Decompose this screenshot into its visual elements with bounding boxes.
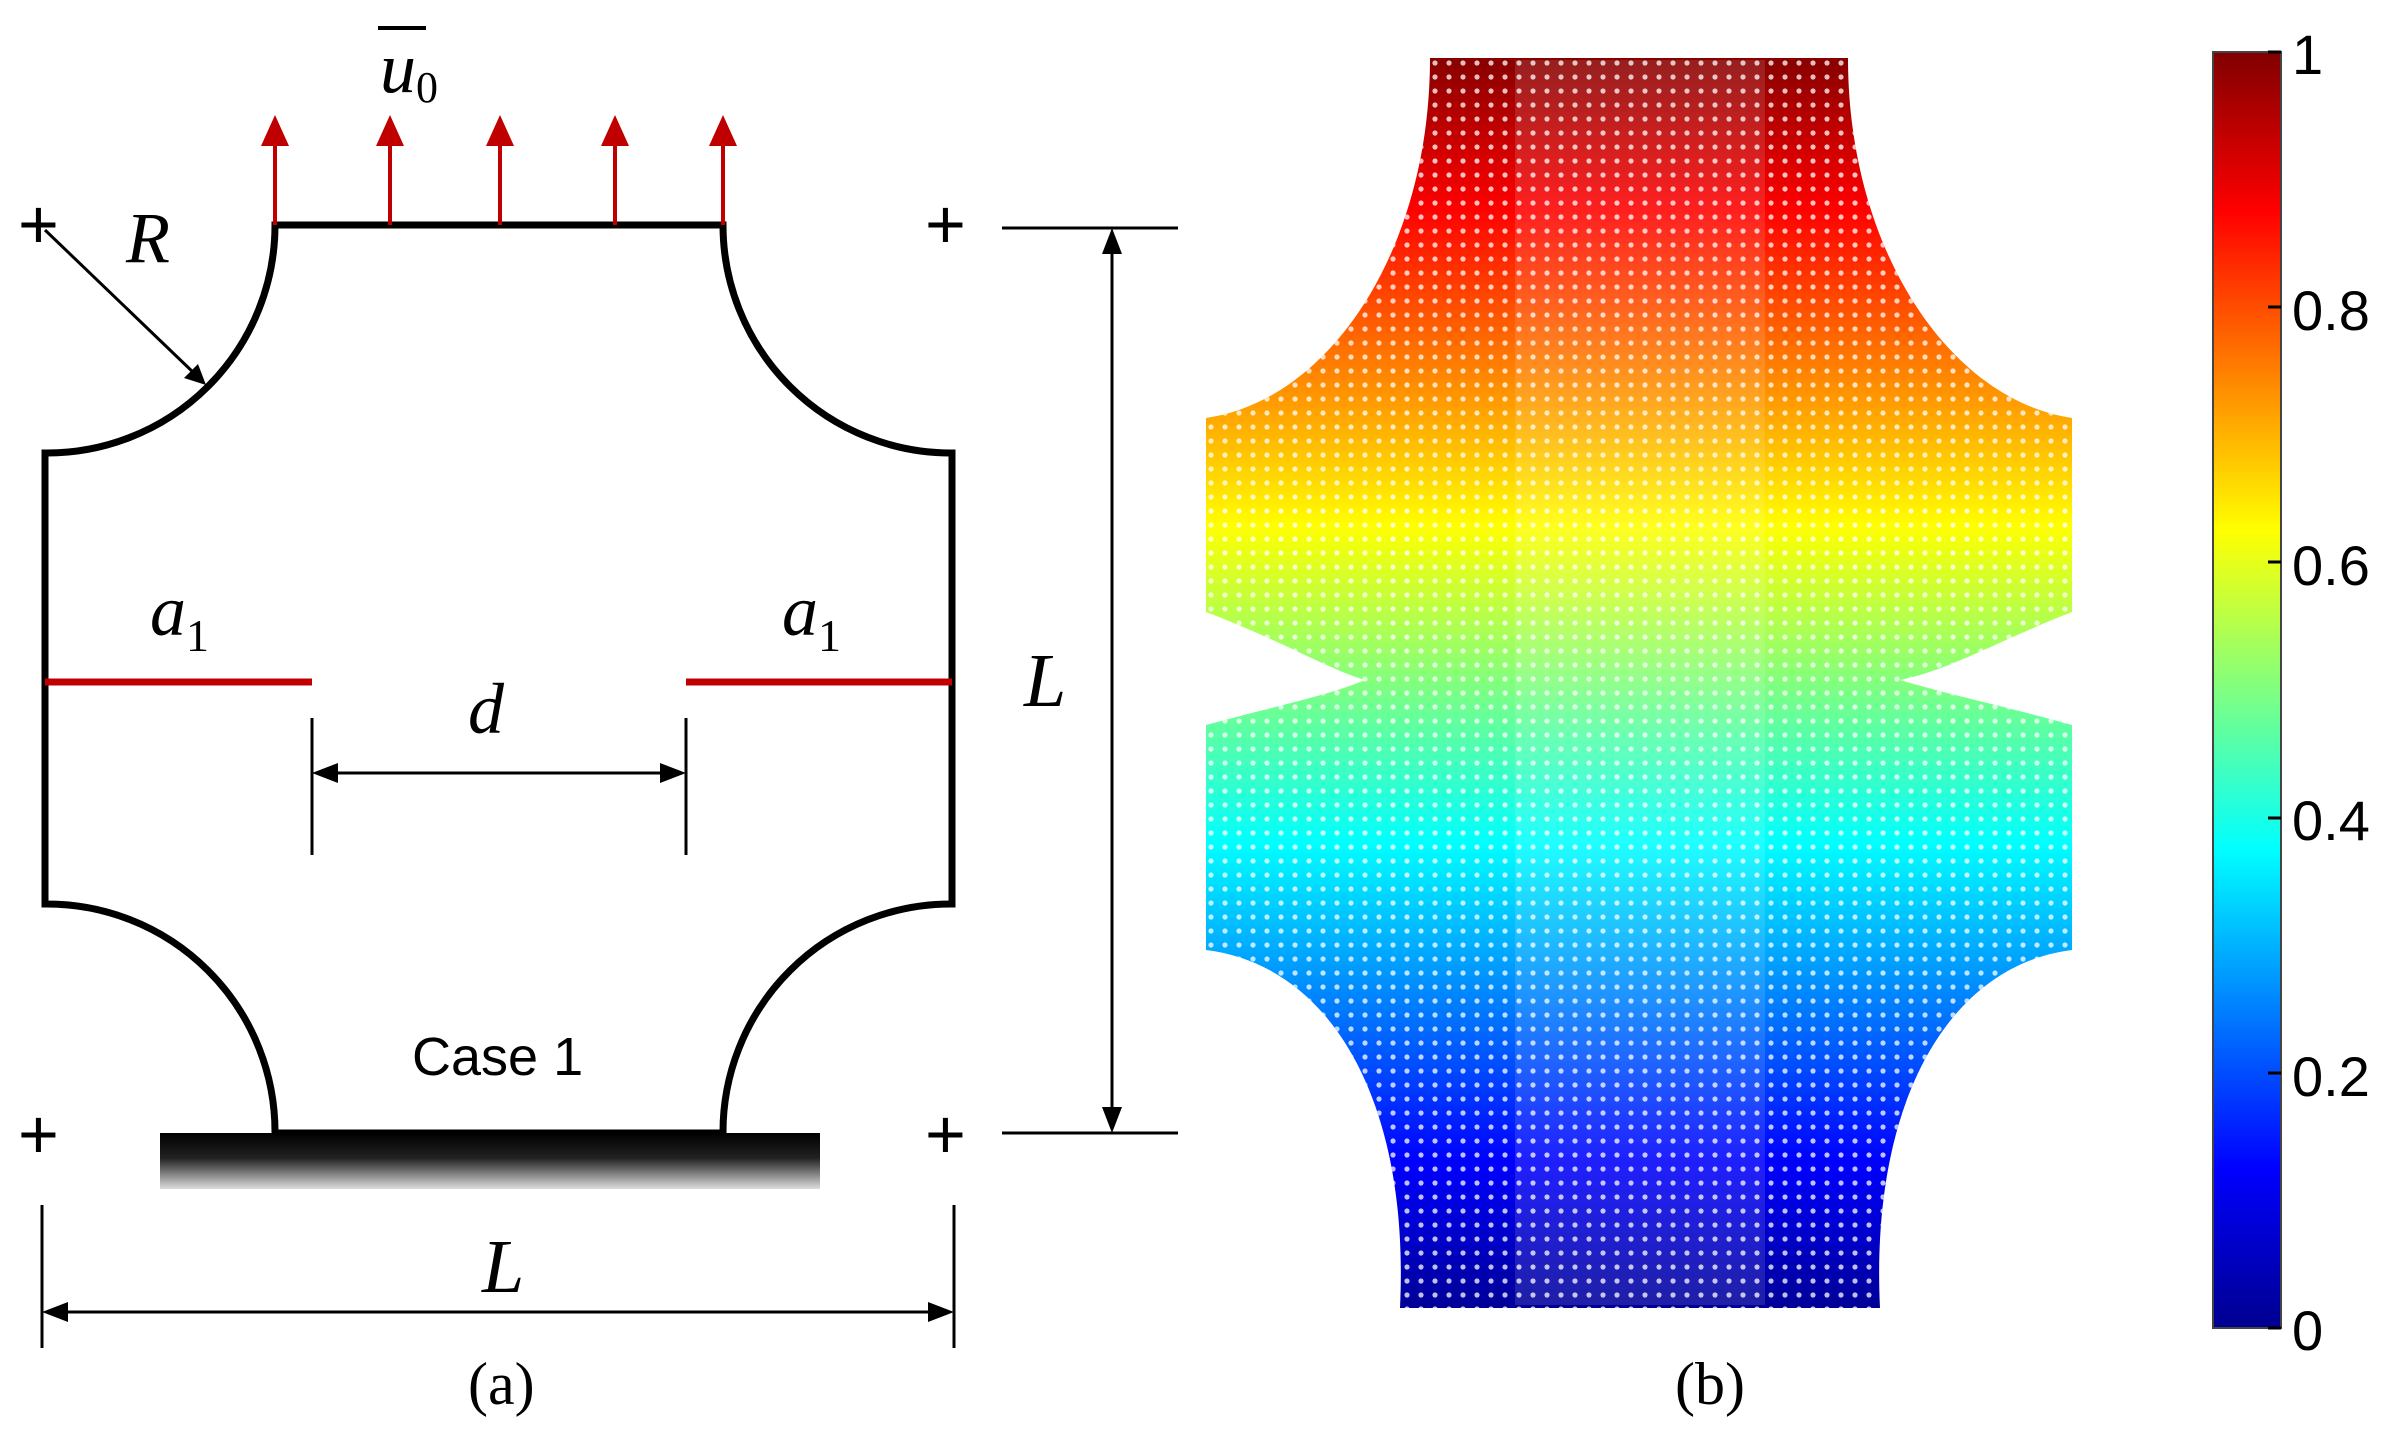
colorbar-tick-label: 0.6 bbox=[2292, 534, 2370, 597]
width-arrowhead-left bbox=[42, 1302, 68, 1322]
height-arrowhead-bottom bbox=[1102, 1107, 1122, 1133]
colorbar-ticks bbox=[2268, 50, 2281, 1330]
colorbar-tick-label: 0 bbox=[2292, 1299, 2323, 1362]
gap-arrowhead-left bbox=[312, 763, 338, 783]
gap-arrowhead-right bbox=[660, 763, 686, 783]
displacement-arrows bbox=[261, 115, 737, 225]
radius-label: R bbox=[125, 198, 170, 278]
height-arrowhead-top bbox=[1102, 228, 1122, 254]
colorbar-tick-label: 0.4 bbox=[2292, 789, 2370, 852]
panel-a-schematic: u0 R a1 a1 d Case 1 + + + + bbox=[18, 26, 1178, 1417]
panel-b-displacement-field: 1 0.8 0.6 0.4 0.2 0 (b) bbox=[1206, 23, 2370, 1417]
colorbar bbox=[2212, 51, 2282, 1329]
colorbar-tick-label: 1 bbox=[2292, 23, 2323, 86]
corner-marker-bottom-left: + bbox=[18, 1095, 59, 1173]
corner-marker-top-right: + bbox=[925, 185, 966, 263]
gap-label: d bbox=[468, 669, 505, 749]
colorbar-tick-label: 0.8 bbox=[2292, 279, 2370, 342]
clamp-base bbox=[160, 1133, 820, 1189]
colorbar-tick-label: 0.2 bbox=[2292, 1045, 2370, 1108]
radius-arrow bbox=[43, 228, 198, 377]
load-label: u0 bbox=[380, 28, 438, 112]
deformed-specimen bbox=[1206, 58, 2072, 1308]
crack-right-label: a1 bbox=[782, 571, 841, 661]
radius-arrowhead bbox=[184, 364, 206, 385]
corner-marker-top-left: + bbox=[18, 185, 59, 263]
caption-b: (b) bbox=[1675, 1351, 1745, 1417]
height-label: L bbox=[1023, 639, 1066, 723]
width-arrowhead-right bbox=[928, 1302, 954, 1322]
width-label: L bbox=[481, 1225, 524, 1309]
crack-left-label: a1 bbox=[150, 571, 209, 661]
case-label: Case 1 bbox=[412, 1027, 583, 1087]
corner-marker-bottom-right: + bbox=[925, 1095, 966, 1173]
caption-a: (a) bbox=[468, 1351, 535, 1417]
